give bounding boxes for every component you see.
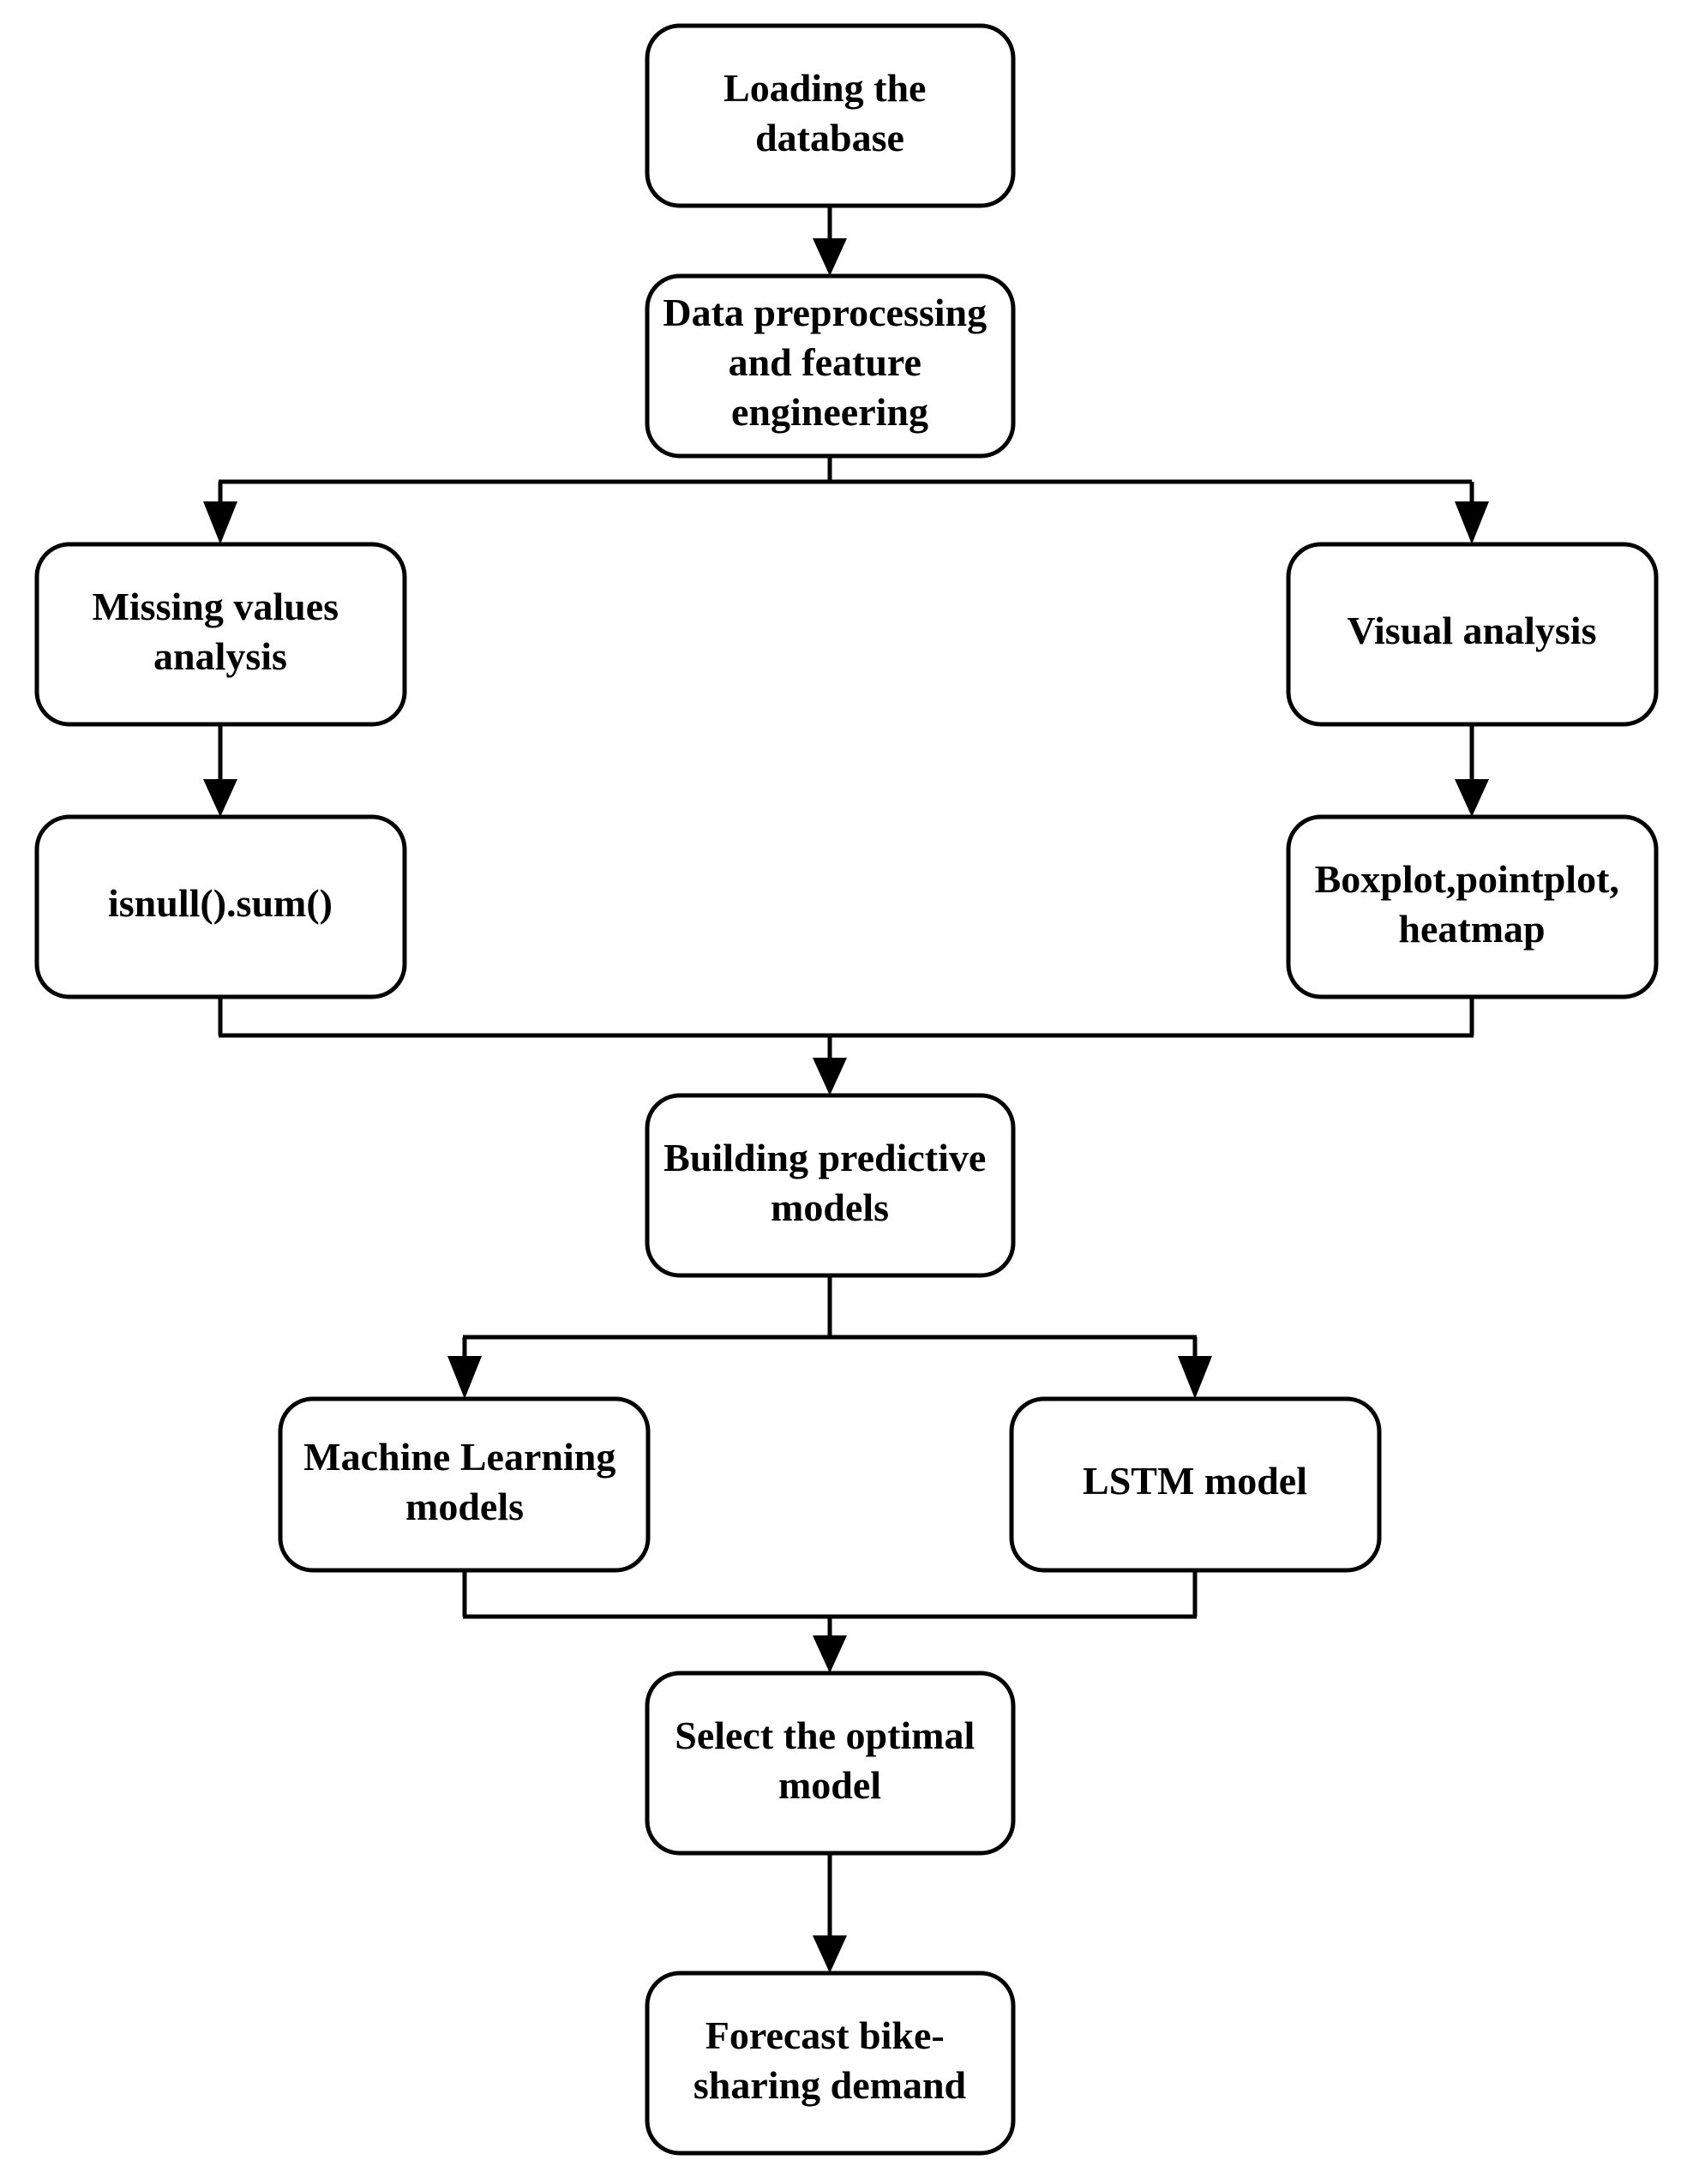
node-box[interactable] <box>1009 1396 1382 1573</box>
node-select-the-optimal-model[interactable]: Select the optimal model <box>645 1671 1016 1856</box>
node-box[interactable] <box>645 273 1016 459</box>
node-box[interactable] <box>1286 814 1659 999</box>
edge-preprocessing-split <box>203 456 1489 544</box>
node-box[interactable] <box>278 1396 651 1573</box>
node-box[interactable] <box>645 1971 1016 2156</box>
node-data-preprocessing-and-feature-engineering[interactable]: Data preprocessing and feature engineeri… <box>645 273 1016 459</box>
node-label: isnull().sum() <box>108 881 333 925</box>
edge-merge-to-select <box>462 1570 1198 1673</box>
edge-visual-to-boxplot <box>1455 724 1489 817</box>
node-box[interactable] <box>645 1671 1016 1856</box>
node-building-predictive-models[interactable]: Building predictive models <box>645 1093 1016 1278</box>
node-machine-learning-models[interactable]: Machine Learning models <box>278 1396 651 1573</box>
node-label: Loading the database <box>723 66 936 159</box>
node-layer: Loading the database Data preprocessing … <box>34 23 1659 2156</box>
edge-layer <box>203 206 1489 1973</box>
node-label: Forecast bike- sharing demand <box>693 2013 967 2107</box>
edge-select-to-forecast <box>813 1853 847 1973</box>
node-box[interactable] <box>34 542 407 727</box>
node-box[interactable] <box>645 1093 1016 1278</box>
node-box[interactable] <box>645 23 1016 208</box>
node-lstm-model[interactable]: LSTM model <box>1009 1396 1382 1573</box>
node-forecast-bike-sharing-demand[interactable]: Forecast bike- sharing demand <box>645 1971 1016 2156</box>
node-label: Missing values analysis <box>92 585 348 678</box>
edge-loading-to-preprocessing <box>813 206 847 276</box>
node-box[interactable] <box>1286 542 1659 727</box>
node-label: Select the optimal model <box>675 1713 985 1807</box>
node-missing-values-analysis[interactable]: Missing values analysis <box>34 542 407 727</box>
edge-merge-to-building <box>218 997 1474 1095</box>
node-label: Visual analysis <box>1347 609 1596 652</box>
node-isnull-sum[interactable]: isnull().sum() <box>34 814 407 999</box>
node-loading-the-database[interactable]: Loading the database <box>645 23 1016 208</box>
node-label: LSTM model <box>1083 1459 1307 1503</box>
edge-missing-values-to-isnull <box>203 724 237 817</box>
node-label: Machine Learning models <box>303 1435 626 1528</box>
node-box[interactable] <box>34 814 407 999</box>
node-label: Building predictive models <box>663 1136 996 1229</box>
edge-building-split <box>447 1275 1212 1399</box>
node-visual-analysis[interactable]: Visual analysis <box>1286 542 1659 727</box>
node-boxplot-pointplot-heatmap[interactable]: Boxplot,pointplot, heatmap <box>1286 814 1659 999</box>
node-label: Data preprocessing and feature engineeri… <box>663 291 996 434</box>
node-label: Boxplot,pointplot, heatmap <box>1315 857 1630 951</box>
